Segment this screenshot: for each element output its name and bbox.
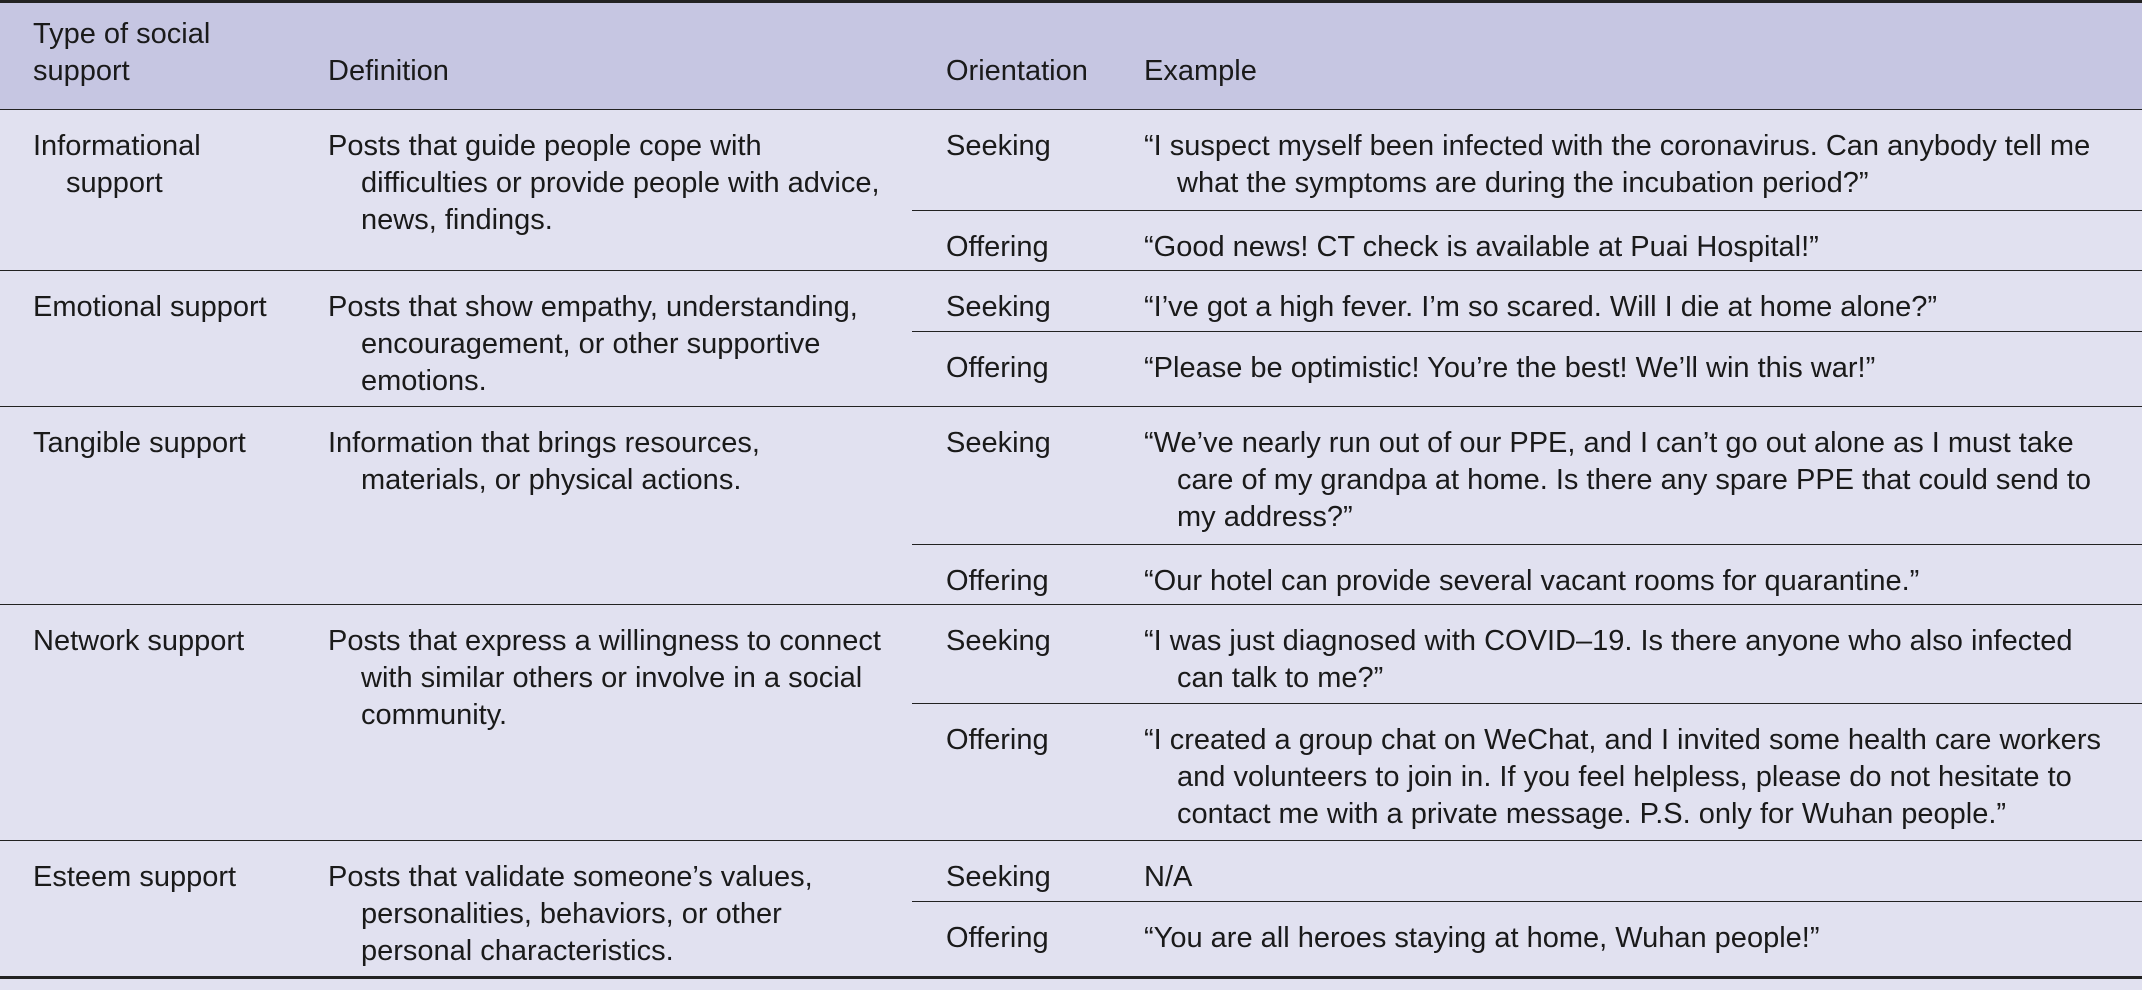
table-row: Emotional support Posts that show empath… <box>0 270 2142 407</box>
table-row: Offering “Please be optimistic! You’re t… <box>0 331 2142 407</box>
table-body: Informational support Posts that guide p… <box>0 109 2142 979</box>
type-cell: Tangible support <box>33 427 246 459</box>
example-cell: “We’ve nearly run out of our PPE, and I … <box>1144 427 2092 533</box>
orientation-cell: Seeking <box>912 109 1110 211</box>
orientation-cell: Seeking <box>912 604 1110 704</box>
orientation-cell: Seeking <box>912 840 1110 902</box>
type-cell: Network support <box>33 625 245 657</box>
example-cell: “I was just diagnosed with COVID–19. Is … <box>1144 625 2073 694</box>
example-cell: “I created a group chat on WeChat, and I… <box>1144 724 2101 830</box>
header-definition: Definition <box>328 55 449 87</box>
example-cell: “I suspect myself been infected with the… <box>1144 130 2091 199</box>
header-orientation: Orientation <box>946 55 1088 87</box>
header-example: Example <box>1144 55 1257 87</box>
orientation-cell: Offering <box>912 901 1110 979</box>
example-cell: “You are all heroes staying at home, Wuh… <box>1144 922 1820 954</box>
header-type: Type of social support <box>33 18 211 87</box>
table-row: Offering “Good news! CT check is availab… <box>0 210 2142 271</box>
table-row: Offering “You are all heroes staying at … <box>0 901 2142 979</box>
orientation-cell: Offering <box>912 703 1110 841</box>
example-cell: “Our hotel can provide several vacant ro… <box>1144 565 1920 597</box>
orientation-cell: Offering <box>912 210 1110 271</box>
orientation-cell: Seeking <box>912 406 1110 545</box>
type-cell: Esteem support <box>33 861 237 893</box>
definition-cell: Posts that express a willingness to conn… <box>328 625 881 731</box>
example-cell: “Please be optimistic! You’re the best! … <box>1144 352 1876 384</box>
table-row: Esteem support Posts that validate someo… <box>0 840 2142 979</box>
table-header: Type of social support Definition Orient… <box>0 1 2142 110</box>
example-cell: “I’ve got a high fever. I’m so scared. W… <box>1144 291 1938 323</box>
type-cell: Emotional support <box>33 291 267 323</box>
table-row: Tangible support Information that brings… <box>0 406 2142 605</box>
orientation-cell: Offering <box>912 544 1110 605</box>
definition-cell: Posts that guide people cope with diffic… <box>328 130 880 236</box>
orientation-cell: Offering <box>912 331 1110 407</box>
definition-cell: Posts that show empathy, understanding, … <box>328 291 858 397</box>
table-row: Offering “I created a group chat on WeCh… <box>0 703 2142 841</box>
table-row: Informational support Posts that guide p… <box>0 109 2142 271</box>
example-cell: N/A <box>1144 861 1193 893</box>
header-row: Type of social support Definition Orient… <box>0 1 2142 110</box>
table-row: Offering “Our hotel can provide several … <box>0 544 2142 605</box>
definition-cell: Posts that validate someone’s values, pe… <box>328 861 813 967</box>
definition-cell: Information that brings resources, mater… <box>328 427 760 496</box>
orientation-cell: Seeking <box>912 270 1110 332</box>
example-cell: “Good news! CT check is available at Pua… <box>1144 231 1819 263</box>
type-cell: Informational support <box>33 130 201 199</box>
table-row: Network support Posts that express a wil… <box>0 604 2142 841</box>
